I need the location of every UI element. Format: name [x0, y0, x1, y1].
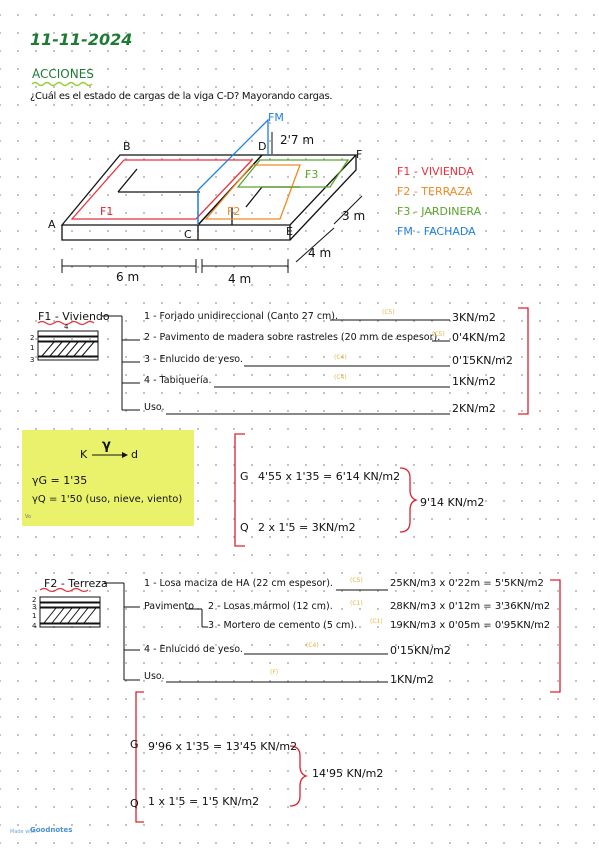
f1-row-3-label: 3 - Enlucido de yeso.	[144, 354, 243, 365]
dim-4m-side: 4 m	[308, 246, 332, 260]
point-A: A	[48, 218, 56, 231]
dim-height: 2'7 m	[280, 133, 315, 147]
f2-row-1-label: 1 - Losa maciza de HA (22 cm espesor).	[144, 578, 333, 589]
f1-row-5-value: 2KN/m2	[452, 402, 496, 415]
f2-calc-q-letter: Q	[130, 797, 139, 810]
area-fm-label: FM	[268, 111, 284, 124]
point-C: C	[184, 228, 192, 241]
f1-row-2-value: 0'4KN/m2	[452, 331, 506, 344]
f2-icon-num-2: 2	[32, 596, 37, 604]
coef-arrow-top: γ	[102, 438, 111, 453]
f1-row-4-label: 4 - Tabiquería.	[144, 375, 212, 386]
f1-row-4-note: (C4)	[334, 374, 347, 381]
area-f3-label: F3	[305, 168, 319, 181]
f2-row-3-label: 3 - Mortero de cemento (5 cm).	[208, 620, 358, 631]
f1-title: F1 - Viviendo	[38, 310, 110, 323]
f1-row-1-note: (C5)	[382, 309, 395, 316]
f2-row-5-value: 1KN/m2	[390, 673, 434, 686]
f2-calc-g-letter: G	[130, 738, 139, 751]
coef-tiny-text: Vo	[25, 514, 32, 520]
date-heading: 11-11-2024	[30, 30, 133, 49]
legend-f2: F2 - TERRAZA	[397, 185, 473, 198]
coef-arrow-left: K	[80, 448, 88, 461]
f2-row-1-value: 25KN/m3 x 0'22m = 5'5KN/m2	[390, 578, 544, 589]
legend-f3: F3 - JARDINERA	[397, 205, 482, 218]
area-f1-label: F1	[100, 205, 114, 218]
f1-row-2-note: (C5)	[432, 331, 445, 338]
dim-4m-bottom: 4 m	[228, 272, 252, 286]
dim-6m: 6 m	[116, 270, 140, 284]
f1-icon-num-top: 4	[64, 323, 69, 331]
f2-title: F2 - Terreza	[44, 577, 108, 590]
f1-icon-num-1: 1	[30, 344, 35, 352]
point-E: E	[286, 225, 293, 238]
f1-row-4-value: 1KN/m2	[452, 375, 496, 388]
f1-calc-g-letter: G	[240, 470, 249, 483]
f1-row-5-label: Uso.	[144, 402, 165, 413]
area-f2-label: F2	[227, 205, 241, 218]
f2-row-4-note: (C4)	[306, 642, 319, 649]
coefficient-note-box	[22, 430, 194, 526]
f1-icon-num-2: 2	[30, 334, 35, 342]
f1-row-1-value: 3KN/m2	[452, 311, 496, 324]
point-B: B	[123, 140, 131, 153]
f2-row-3-value: 19KN/m3 x 0'05m = 0'95KN/m2	[390, 620, 551, 631]
f2-row-5-label: Uso.	[144, 671, 165, 682]
f2-row-3-note: (C1)	[370, 618, 383, 625]
f2-row-4-label: 4 - Enlucido de yeso.	[144, 644, 243, 655]
f1-calc-total: 9'14 KN/m2	[420, 496, 485, 509]
coef-gamma-q: γQ = 1'50 (uso, nieve, viento)	[32, 494, 183, 505]
f1-calc-q-letter: Q	[240, 521, 249, 534]
f2-icon-num-3: 3	[32, 603, 37, 611]
point-D: D	[258, 140, 267, 153]
coef-arrow-right: d	[131, 448, 138, 461]
section-title: ACCIONES	[32, 67, 94, 81]
footer-brand: Goodnotes	[30, 826, 73, 834]
f1-row-3-note: (C4)	[334, 354, 347, 361]
coef-gamma-g: γG = 1'35	[32, 474, 88, 487]
f2-row-2-note: (C1)	[350, 600, 363, 607]
legend-fm: FM - FACHADA	[397, 225, 476, 238]
f1-row-3-value: 0'15KN/m2	[452, 354, 513, 367]
f1-calc-g: 4'55 x 1'35 = 6'14 KN/m2	[258, 470, 401, 483]
f2-row-1-note: (C5)	[350, 577, 363, 584]
f2-icon-num-4: 4	[32, 622, 37, 630]
f2-row-5-note: (F)	[270, 669, 279, 676]
f2-calc-g: 9'96 x 1'35 = 13'45 KN/m2	[148, 740, 298, 753]
f2-calc-q: 1 x 1'5 = 1'5 KN/m2	[148, 795, 260, 808]
dim-3m: 3 m	[342, 209, 366, 223]
question-text: ¿Cuál es el estado de cargas de la viga …	[30, 91, 333, 102]
f1-row-2-label: 2 - Pavimento de madera sobre rastreles …	[144, 332, 441, 343]
f2-row-2-label: 2 - Losas mármol (12 cm).	[208, 601, 333, 612]
point-F: F	[356, 148, 363, 161]
f1-calc-q: 2 x 1'5 = 3KN/m2	[258, 521, 356, 534]
f2-calc-total: 14'95 KN/m2	[312, 767, 384, 780]
f2-icon-num-1: 1	[32, 612, 37, 620]
f2-row-4-value: 0'15KN/m2	[390, 644, 451, 657]
f1-icon-num-3: 3	[30, 356, 35, 364]
f2-row-pav-label: Pavimento	[144, 601, 195, 612]
legend-f1: F1 - VIVIENDA	[397, 165, 474, 178]
footer-made-with: Made with	[10, 829, 36, 835]
f1-row-1-label: 1 - Forjado unidireccional (Canto 27 cm)…	[144, 311, 339, 322]
f2-row-2-value: 28KN/m3 x 0'12m = 3'36KN/m2	[390, 601, 551, 612]
